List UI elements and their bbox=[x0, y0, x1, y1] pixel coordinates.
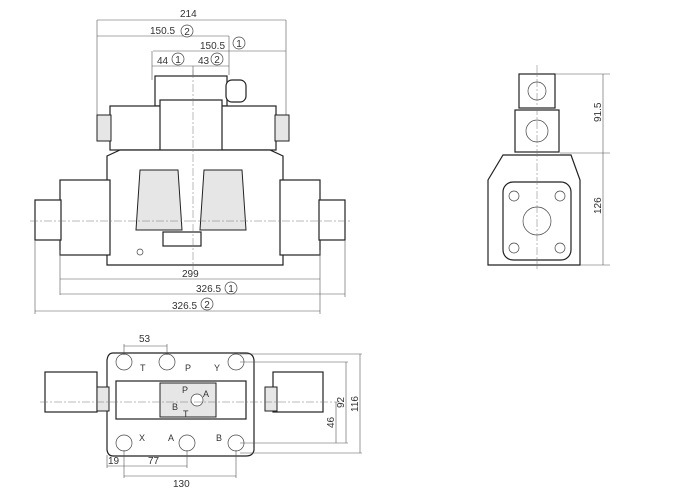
port-p: P bbox=[185, 363, 191, 373]
dim-116: 116 bbox=[350, 396, 361, 412]
dim-44: 44 bbox=[157, 56, 169, 67]
ref-circle-1: 1 bbox=[236, 39, 242, 50]
ref-circle-2: 2 bbox=[214, 55, 220, 66]
dim-214: 214 bbox=[180, 9, 197, 20]
dim-53: 53 bbox=[139, 334, 151, 345]
ref-circle-2: 2 bbox=[204, 300, 210, 311]
ref-circle-2: 2 bbox=[184, 27, 190, 38]
dim-126: 126 bbox=[593, 197, 604, 214]
dim-91-5: 91.5 bbox=[593, 102, 604, 122]
dim-19: 19 bbox=[108, 456, 120, 467]
dim-92: 92 bbox=[336, 396, 347, 408]
bottom-view: T P Y X A B P A B T 53 19 77 130 46 92 1… bbox=[40, 334, 362, 490]
ref-circle-1: 1 bbox=[175, 55, 181, 66]
dim-46: 46 bbox=[326, 416, 337, 428]
dim-150-5-1: 150.5 bbox=[200, 41, 225, 52]
side-view: 91.5 126 bbox=[487, 65, 610, 270]
port-a: A bbox=[168, 433, 174, 443]
port-y: Y bbox=[214, 363, 220, 373]
ref-circle-1: 1 bbox=[228, 284, 234, 295]
dim-150-5-2: 150.5 bbox=[150, 26, 175, 37]
port-b: B bbox=[216, 433, 222, 443]
port-x: X bbox=[139, 433, 145, 443]
port-t: T bbox=[140, 363, 146, 373]
pilot-port-t: T bbox=[183, 409, 189, 419]
dim-77: 77 bbox=[148, 456, 160, 467]
front-view: 214 150.5 2 150.5 1 44 1 43 2 299 326.5 … bbox=[30, 9, 350, 314]
dim-43: 43 bbox=[198, 56, 210, 67]
dim-326-5-2: 326.5 bbox=[172, 301, 197, 312]
port-holes bbox=[115, 353, 245, 452]
dim-299: 299 bbox=[182, 269, 199, 280]
pilot-port-p: P bbox=[182, 385, 188, 395]
dim-130: 130 bbox=[173, 479, 190, 490]
dim-326-5-1: 326.5 bbox=[196, 284, 221, 295]
pilot-port-b: B bbox=[172, 402, 178, 412]
pilot-port-a: A bbox=[203, 389, 209, 399]
